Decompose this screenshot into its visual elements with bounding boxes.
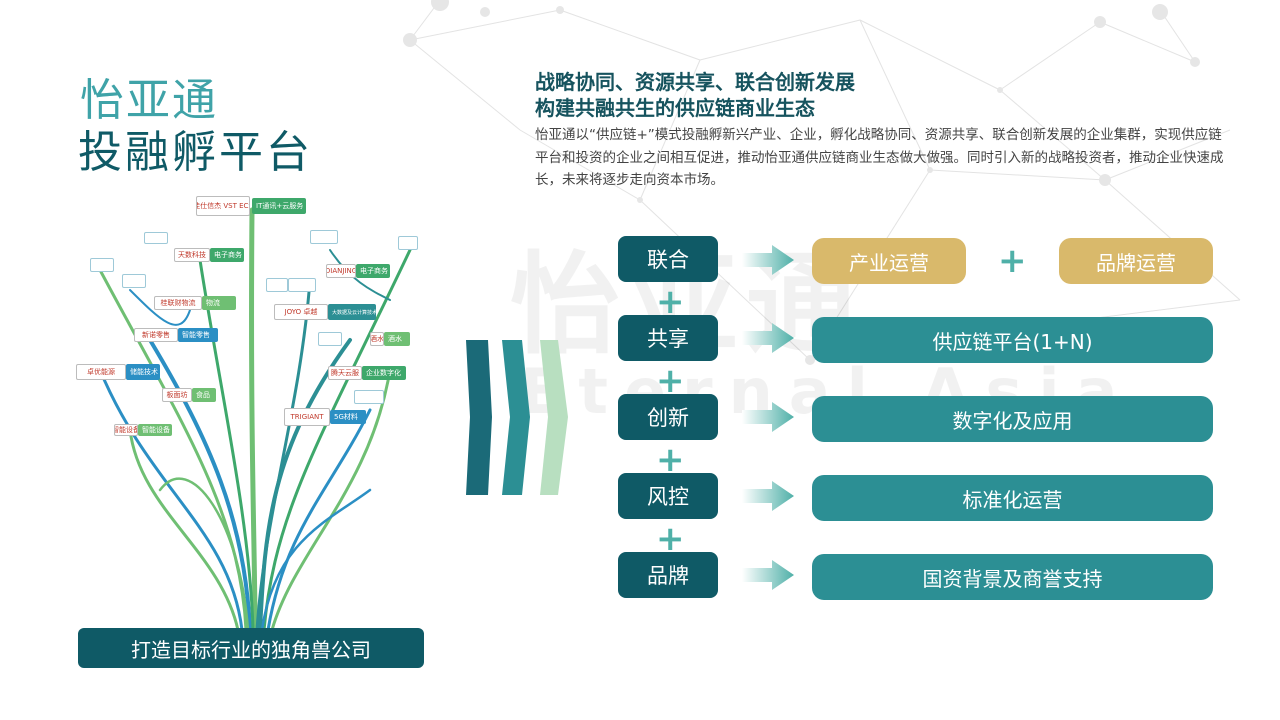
target-brand-operation: 品牌运营 [1059,238,1213,284]
dianzi-tag: 电子商务 [356,264,390,278]
smart-tag: 智能设备 [138,424,172,436]
arrow-right-icon [742,323,794,353]
trigiant-logo: TRIGIANT [284,408,330,426]
small-node [288,278,316,292]
xinnuo-tag: 智能零售 [178,328,218,342]
banmian-tag: 食品 [192,388,216,402]
tree-banner: 打造目标行业的独角兽公司 [78,628,424,668]
tree-branches [98,207,412,630]
banmian-logo: 板面坊 [162,388,192,402]
chevron-arrows-icon [466,340,568,495]
vst-logo: 佳仕信杰 VST ECS [196,196,250,216]
headline-line2: 构建共融共生的供应链商业生态 [535,96,815,120]
plus-icon: + [998,241,1027,281]
small-node [122,274,146,288]
arrow-right-icon [742,402,794,432]
description-paragraph: 怡亚通以“供应链+”模式投融孵新兴产业、企业，孵化战略协同、资源共享、联合创新发… [535,127,1224,188]
small-node [354,390,384,404]
row-label-chuangxin: 创新 [618,394,718,440]
trigiant-tag: 5G材料 [330,410,366,424]
target-standardized-operation: 标准化运营 [812,475,1213,521]
tiansou-tag: 电子商务 [210,248,244,262]
dianzi-logo: DIANJING [326,264,356,278]
tree-diagram: 佳仕信杰 VST ECS IT通讯+云服务 天数科技 电子商务 桂联财物流 物流… [70,190,440,630]
page-title-line1: 怡亚通 [80,75,218,126]
small-node [266,278,288,292]
qiye-logo: 腾天云服 [328,366,362,380]
row-label-pinpai: 品牌 [618,552,718,598]
target-supply-chain-platform: 供应链平台(1+N) [812,317,1213,363]
jiushui-tag: 酒水 [384,332,410,346]
small-node [318,332,342,346]
plus-icon: + [656,282,685,322]
tiansou-logo: 天数科技 [174,248,210,262]
joyo-tag: 大数据及云计算技术服务商 [328,304,376,320]
guilian-tag: 物流 [202,296,236,310]
target-state-background: 国资背景及商誉支持 [812,554,1213,600]
small-node [144,232,168,244]
xinnuo-logo: 新诺零售 [134,328,178,342]
arrow-right-icon [742,481,794,511]
vst-tag: IT通讯+云服务 [252,198,306,214]
arrow-right-icon [742,560,794,590]
plus-icon: + [656,519,685,559]
jiushui-logo: 酒水 [370,332,384,346]
target-digitalization: 数字化及应用 [812,396,1213,442]
headline-line1: 战略协同、资源共享、联合创新发展 [535,70,855,94]
plus-icon: + [656,361,685,401]
arrow-right-icon [742,245,794,275]
target-industry-operation: 产业运营 [812,238,966,284]
page-title-line2: 投融孵平台 [78,127,313,178]
qiye-tag: 企业数字化 [362,366,406,380]
joyo-logo: JOYO 卓越 [274,304,328,320]
row-label-fengkong: 风控 [618,473,718,519]
row-label-gongxiang: 共享 [618,315,718,361]
plus-icon: + [656,440,685,480]
small-node [90,258,114,272]
guilian-logo: 桂联财物流 [154,296,202,310]
zhuoyou-logo: 卓优能源 [76,364,126,380]
small-node [310,230,338,244]
smart-logo: 智能设备 [114,424,138,436]
zhuoyou-tag: 储能技术 [126,364,160,380]
row-label-lianhe: 联合 [618,236,718,282]
small-node [398,236,418,250]
